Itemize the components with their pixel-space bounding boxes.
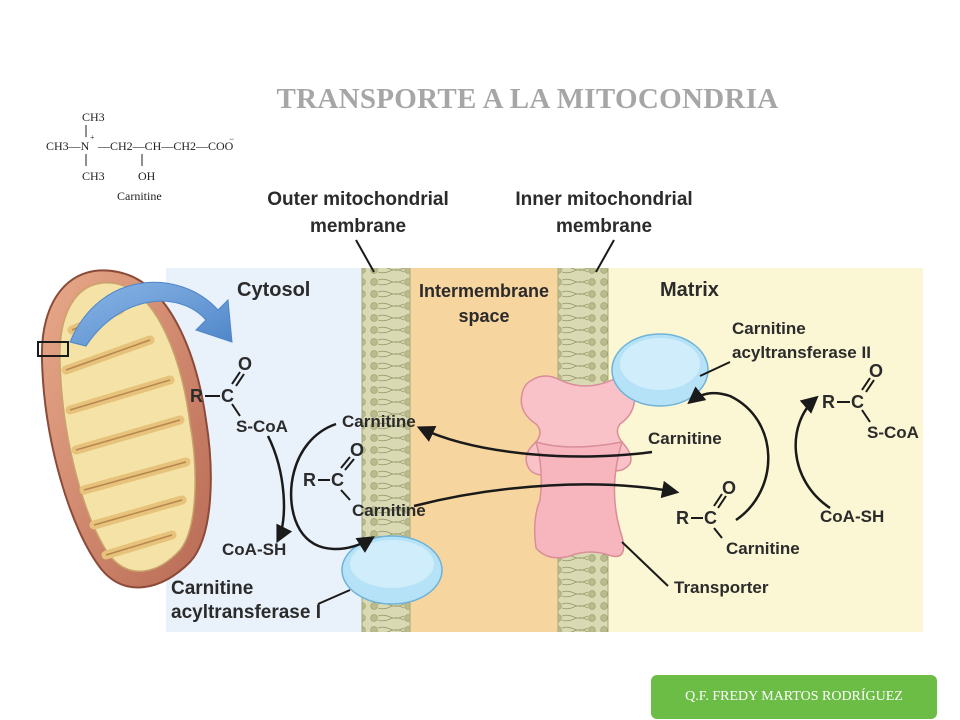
svg-text:Carnitine: Carnitine bbox=[352, 501, 426, 520]
svg-text:CH3: CH3 bbox=[82, 110, 105, 124]
svg-text:Carnitine: Carnitine bbox=[726, 539, 800, 558]
transporter-label: Transporter bbox=[674, 578, 769, 597]
intermembrane-label-2: space bbox=[458, 306, 509, 326]
transporter-protein-lower bbox=[533, 440, 625, 559]
acyl-carnitine-cytosol: R C O Carnitine bbox=[303, 440, 426, 520]
svg-text:O: O bbox=[869, 361, 883, 381]
matrix-region bbox=[608, 268, 923, 632]
carnitine-matrix-label: Carnitine bbox=[648, 429, 722, 448]
svg-text:R: R bbox=[303, 470, 316, 490]
svg-text:C: C bbox=[851, 392, 864, 412]
svg-text:O: O bbox=[350, 440, 364, 460]
coash-matrix: CoA-SH bbox=[820, 507, 884, 526]
page-title: TRANSPORTE A LA MITOCONDRIA bbox=[276, 83, 779, 115]
svg-text:C: C bbox=[704, 508, 717, 528]
cat1-label: Carnitine bbox=[171, 578, 253, 599]
svg-text:R: R bbox=[676, 508, 689, 528]
svg-text:R: R bbox=[822, 392, 835, 412]
svg-text:C: C bbox=[331, 470, 344, 490]
svg-text:S-CoA: S-CoA bbox=[236, 417, 288, 436]
cat2-label: Carnitine bbox=[732, 319, 806, 338]
svg-text:CH3: CH3 bbox=[82, 169, 105, 183]
svg-text:Carnitine: Carnitine bbox=[117, 189, 162, 203]
cat2-label-2: acyltransferase II bbox=[732, 343, 871, 362]
cat1-label-2: acyltransferase I bbox=[171, 602, 321, 623]
svg-text:−: − bbox=[229, 134, 234, 144]
outer-membrane-label: Outer mitochondrial bbox=[267, 189, 449, 210]
author-button[interactable]: Q.F. FREDY MARTOS RODRÍGUEZ bbox=[651, 675, 937, 719]
outer-membrane-label-2: membrane bbox=[310, 216, 406, 237]
cytosol-reaction-arrow-2 bbox=[289, 422, 375, 553]
svg-text:O: O bbox=[238, 354, 252, 374]
svg-text:CH3—N: CH3—N bbox=[46, 139, 90, 153]
svg-text:+: + bbox=[90, 133, 95, 142]
matrix-reaction-arrow-2 bbox=[794, 395, 831, 510]
carnitine-return-arrow bbox=[416, 425, 653, 458]
carnitine-cytosol-label: Carnitine bbox=[342, 412, 416, 431]
intermembrane-label: Intermembrane bbox=[419, 281, 549, 301]
svg-text:OH: OH bbox=[138, 169, 156, 183]
acyl-coa-matrix: R C O S-CoA bbox=[822, 361, 919, 442]
acyl-coa-cytosol: R C O S-CoA bbox=[190, 354, 288, 436]
carnitine-structure: CH3 CH3—N + —CH2—CH—CH2—COO − CH3 OH Car… bbox=[46, 110, 234, 203]
svg-text:R: R bbox=[190, 386, 203, 406]
inner-membrane-label: Inner mitochondrial bbox=[515, 189, 692, 210]
matrix-label: Matrix bbox=[660, 279, 719, 301]
matrix-reaction-arrow-1 bbox=[687, 386, 770, 522]
svg-text:—CH2—CH—CH2—COO: —CH2—CH—CH2—COO bbox=[97, 139, 234, 153]
svg-text:O: O bbox=[722, 478, 736, 498]
cytosol-label: Cytosol bbox=[237, 279, 310, 301]
coash-cytosol: CoA-SH bbox=[222, 540, 286, 559]
zoom-box bbox=[37, 341, 69, 357]
mitochondrion-illustration bbox=[40, 269, 212, 589]
inner-membrane-label-2: membrane bbox=[556, 216, 652, 237]
svg-text:C: C bbox=[221, 386, 234, 406]
svg-text:S-CoA: S-CoA bbox=[867, 423, 919, 442]
zoom-arrow bbox=[69, 281, 233, 347]
cytosol-reaction-arrow-1 bbox=[266, 435, 293, 544]
acylcarnitine-import-arrow bbox=[413, 480, 680, 508]
acyl-carnitine-matrix: R C O Carnitine bbox=[676, 478, 800, 558]
